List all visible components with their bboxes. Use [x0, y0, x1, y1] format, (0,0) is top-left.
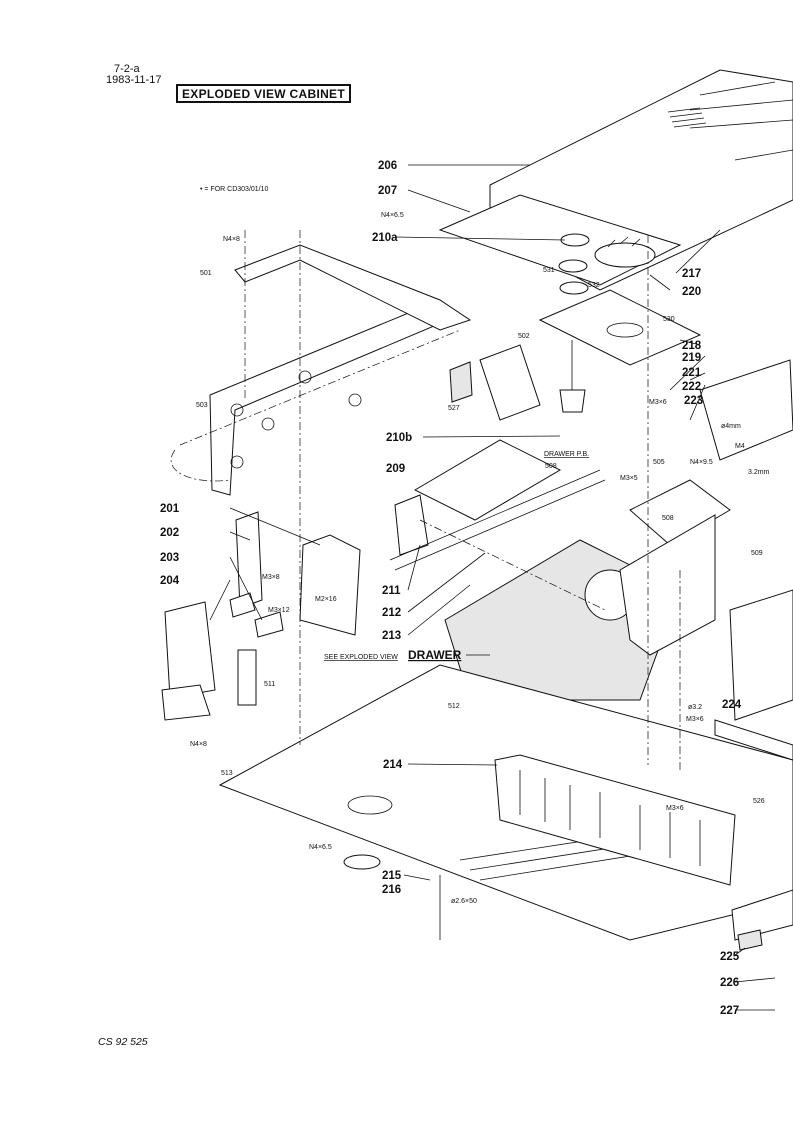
label-512: 512 — [448, 703, 460, 710]
callout-227: 227 — [720, 1005, 739, 1017]
label-531: 531 — [543, 267, 555, 274]
label-530: 530 — [663, 316, 675, 323]
callout-222: 222 — [682, 381, 701, 393]
label-m3x6-c: M3×6 — [666, 805, 684, 812]
see-exploded-ref: SEE EXPLODED VIEW — [324, 654, 398, 661]
label-503: 503 — [196, 402, 208, 409]
callout-210a: 210a — [372, 232, 398, 244]
label-n4x6-5-top: N4×6.5 — [381, 212, 404, 219]
pcb-511 — [237, 649, 257, 706]
legend-note: • = FOR CD303/01/10 — [200, 186, 269, 193]
callout-223: 223 — [684, 395, 703, 407]
callout-209: 209 — [386, 463, 405, 475]
left-side-panel — [209, 299, 461, 496]
callout-221: 221 — [682, 367, 702, 379]
callout-212: 212 — [382, 607, 401, 619]
label-501: 501 — [200, 270, 212, 277]
page-date: 1983-11-17 — [106, 74, 162, 86]
label-3-2mm: 3.2mm — [748, 469, 770, 476]
callout-214: 214 — [383, 759, 403, 771]
callout-204: 204 — [160, 575, 180, 587]
back-panel — [494, 754, 736, 886]
callout-215: 215 — [382, 870, 402, 882]
label-dia-2-6x50: ø2.6×50 — [451, 898, 477, 905]
label-m3x8: M3×8 — [262, 574, 280, 581]
mounting-plate — [538, 289, 702, 366]
callout-220: 220 — [682, 286, 701, 298]
label-509: 509 — [751, 550, 763, 557]
label-502: 502 — [518, 333, 530, 340]
label-532: 532 — [588, 282, 600, 289]
callout-216: 216 — [382, 884, 401, 896]
callout-213: 213 — [382, 630, 401, 642]
callout-217: 217 — [682, 268, 701, 280]
label-508: 508 — [545, 463, 557, 470]
callout-202: 202 — [160, 527, 179, 539]
label-508-b: 508 — [662, 515, 674, 522]
label-511: 511 — [264, 681, 275, 688]
label-m3x5: M3×5 — [620, 475, 638, 482]
foot-210b — [559, 389, 586, 413]
vent-grille — [667, 107, 707, 128]
module-502 — [479, 344, 541, 421]
label-m3x6-b: M3×6 — [686, 716, 704, 723]
transformer-cap — [594, 242, 656, 268]
drawer-pb-ref: DRAWER P.B. — [544, 451, 589, 458]
callout-203: 203 — [160, 552, 179, 564]
front-bracket-201 — [299, 534, 361, 636]
label-dia-3-2: ø3.2 — [688, 704, 702, 711]
drawer-ref: DRAWER — [408, 648, 462, 662]
callout-226: 226 — [720, 977, 739, 989]
label-n4x9-5: N4×9.5 — [690, 459, 713, 466]
callout-211: 211 — [382, 585, 401, 597]
label-m3x12: M3×12 — [268, 607, 290, 614]
label-505: 505 — [653, 459, 665, 466]
callout-224: 224 — [722, 699, 742, 711]
label-m2x16: M2×16 — [315, 596, 337, 603]
callout-219: 219 — [682, 352, 701, 364]
cover-204 — [164, 601, 216, 699]
label-m3x6-a: M3×6 — [649, 399, 667, 406]
callout-207: 207 — [378, 185, 397, 197]
drawer-pcb — [413, 439, 562, 521]
label-513: 513 — [221, 770, 233, 777]
label-m4: M4 — [735, 443, 745, 450]
label-527: 527 — [448, 405, 460, 412]
callout-225: 225 — [720, 951, 740, 963]
label-526: 526 — [753, 798, 765, 805]
strip-202 — [235, 511, 263, 609]
label-dia-4mm: ø4mm — [721, 423, 741, 430]
callout-218: 218 — [682, 340, 702, 352]
callout-201: 201 — [160, 503, 180, 515]
block-209 — [394, 494, 429, 556]
document-code: CS 92 525 — [98, 1036, 148, 1048]
label-n4x8-top: N4×8 — [223, 236, 240, 243]
callout-210b: 210b — [386, 432, 412, 444]
label-n4x8-bottom: N4×8 — [190, 741, 207, 748]
label-n4x6-5-bottom: N4×6.5 — [309, 844, 332, 851]
page-number: 7-2-a — [114, 63, 140, 75]
top-bracket — [234, 244, 472, 331]
callout-206: 206 — [378, 160, 397, 172]
